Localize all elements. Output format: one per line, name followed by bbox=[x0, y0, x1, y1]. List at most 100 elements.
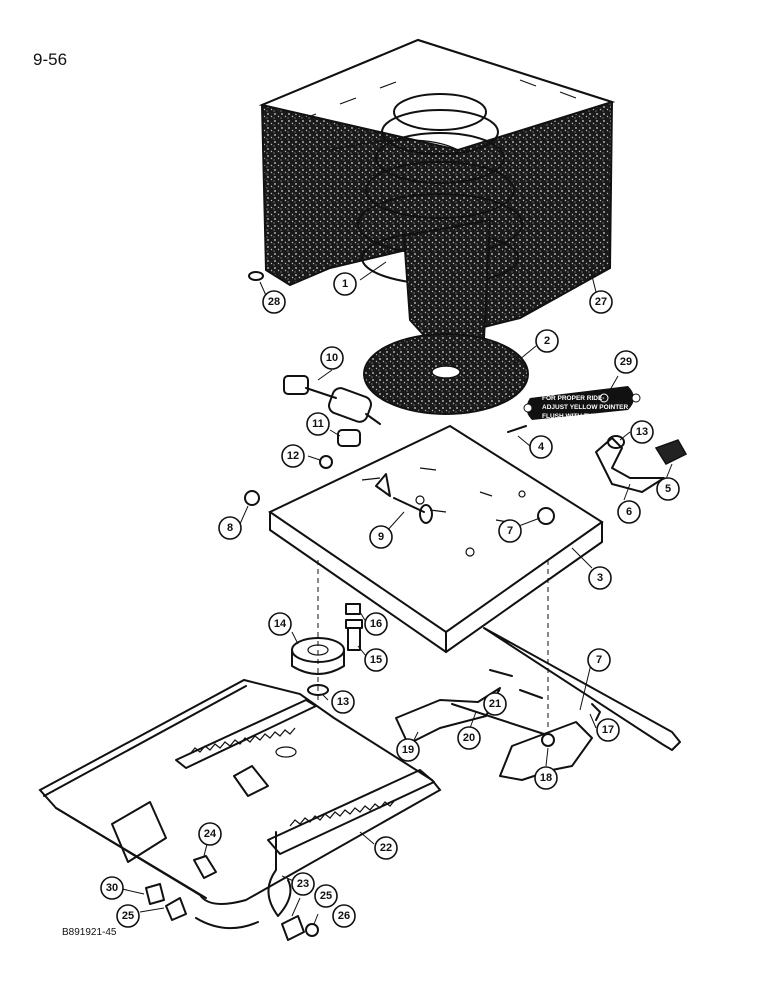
screw-28 bbox=[248, 271, 264, 281]
bushing bbox=[337, 429, 361, 447]
callout-7a: 7 bbox=[498, 519, 522, 543]
figure-code: B891921-45 bbox=[62, 927, 117, 938]
leader-lines bbox=[117, 261, 673, 925]
callout-4: 4 bbox=[529, 435, 553, 459]
lock-nut bbox=[244, 490, 260, 506]
small-spring bbox=[591, 703, 601, 721]
svg-text:6: 6 bbox=[626, 506, 632, 518]
rail-nut bbox=[305, 923, 319, 937]
knob bbox=[654, 439, 688, 465]
callout-19: 19 bbox=[396, 738, 420, 762]
callout-1: 1 bbox=[333, 272, 357, 296]
svg-text:22: 22 bbox=[380, 842, 392, 854]
callout-17: 17 bbox=[596, 718, 620, 742]
hex-nut bbox=[345, 603, 361, 615]
svg-text:21: 21 bbox=[489, 698, 501, 710]
rubber-bushing bbox=[291, 637, 345, 675]
svg-text:7: 7 bbox=[596, 654, 602, 666]
hex-bolt bbox=[193, 855, 217, 879]
svg-text:14: 14 bbox=[274, 618, 287, 630]
svg-text:20: 20 bbox=[463, 732, 475, 744]
callout-7b: 7 bbox=[587, 648, 611, 672]
callout-25b: 25 bbox=[314, 884, 338, 908]
callout-9: 9 bbox=[369, 525, 393, 549]
decal-line-2: ADJUST YELLOW POINTER bbox=[542, 404, 628, 411]
callout-10: 10 bbox=[320, 346, 344, 370]
callout-30: 30 bbox=[100, 876, 124, 900]
right-lever bbox=[499, 721, 593, 781]
svg-text:2: 2 bbox=[544, 335, 550, 347]
svg-text:26: 26 bbox=[338, 910, 350, 922]
callout-29: 29 bbox=[614, 350, 638, 374]
callout-3: 3 bbox=[588, 566, 612, 590]
callout-27: 27 bbox=[589, 290, 613, 314]
callout-20: 20 bbox=[457, 726, 481, 750]
callout-18: 18 bbox=[534, 766, 558, 790]
callout-22: 22 bbox=[374, 836, 398, 860]
decal-line-1: FOR PROPER RIDE- bbox=[542, 395, 604, 402]
seat-mount-plate bbox=[268, 424, 604, 653]
callout-14: 14 bbox=[268, 612, 292, 636]
plate-nut-left bbox=[165, 897, 187, 921]
callout-25a: 25 bbox=[116, 904, 140, 928]
svg-text:8: 8 bbox=[227, 522, 233, 534]
svg-text:12: 12 bbox=[287, 450, 299, 462]
svg-text:16: 16 bbox=[370, 618, 382, 630]
callout-2: 2 bbox=[535, 329, 559, 353]
callout-21: 21 bbox=[483, 692, 507, 716]
svg-text:13: 13 bbox=[337, 696, 349, 708]
svg-text:18: 18 bbox=[540, 772, 552, 784]
adjuster-knob bbox=[537, 507, 555, 525]
callout-12: 12 bbox=[281, 444, 305, 468]
ride-decal: FOR PROPER RIDE- ADJUST YELLOW POINTER F… bbox=[523, 386, 652, 420]
callout-5: 5 bbox=[656, 477, 680, 501]
svg-text:24: 24 bbox=[204, 828, 217, 840]
callout-11: 11 bbox=[306, 412, 330, 436]
callouts: 1 2 3 4 5 6 7 7 8 9 10 11 12 13 13 14 15… bbox=[100, 272, 680, 928]
callout-26: 26 bbox=[332, 904, 356, 928]
plate-nut-right bbox=[281, 915, 305, 941]
decal-line-3: FLUSH WITH TUBE WHILE SEATED bbox=[542, 413, 652, 420]
svg-text:15: 15 bbox=[370, 654, 382, 666]
svg-text:29: 29 bbox=[620, 356, 632, 368]
svg-text:1: 1 bbox=[342, 278, 348, 290]
svg-text:23: 23 bbox=[297, 878, 309, 890]
svg-text:27: 27 bbox=[595, 296, 607, 308]
spring-clip bbox=[489, 669, 543, 699]
callout-6: 6 bbox=[617, 500, 641, 524]
svg-text:5: 5 bbox=[665, 483, 671, 495]
svg-text:30: 30 bbox=[106, 882, 118, 894]
svg-text:25: 25 bbox=[122, 910, 134, 922]
callout-28: 28 bbox=[262, 290, 286, 314]
rail-teeth bbox=[189, 727, 396, 827]
callout-13b: 13 bbox=[331, 690, 355, 714]
page-number: 9-56 bbox=[33, 50, 68, 69]
svg-text:11: 11 bbox=[312, 418, 324, 430]
svg-text:10: 10 bbox=[326, 352, 338, 364]
callout-24: 24 bbox=[198, 822, 222, 846]
nut bbox=[319, 455, 333, 469]
svg-text:3: 3 bbox=[597, 572, 603, 584]
spacer bbox=[145, 883, 165, 905]
svg-text:19: 19 bbox=[402, 744, 414, 756]
latch-bracket bbox=[595, 437, 665, 493]
svg-text:13: 13 bbox=[636, 426, 648, 438]
slide-rail-plate bbox=[38, 678, 442, 905]
svg-text:17: 17 bbox=[602, 724, 614, 736]
left-lever bbox=[395, 687, 501, 745]
callout-16: 16 bbox=[364, 612, 388, 636]
bottom-arrow bbox=[195, 917, 259, 930]
shock-absorber bbox=[283, 375, 381, 425]
callout-13a: 13 bbox=[630, 420, 654, 444]
release-cable bbox=[267, 831, 292, 917]
svg-text:25: 25 bbox=[320, 890, 332, 902]
svg-text:4: 4 bbox=[538, 441, 545, 453]
svg-text:9: 9 bbox=[378, 531, 384, 543]
pin bbox=[507, 425, 527, 433]
adjusting-rod bbox=[483, 627, 681, 751]
flat-washer bbox=[307, 684, 329, 696]
washer bbox=[607, 435, 625, 449]
callout-8: 8 bbox=[218, 516, 242, 540]
linkage-stud bbox=[541, 733, 555, 747]
